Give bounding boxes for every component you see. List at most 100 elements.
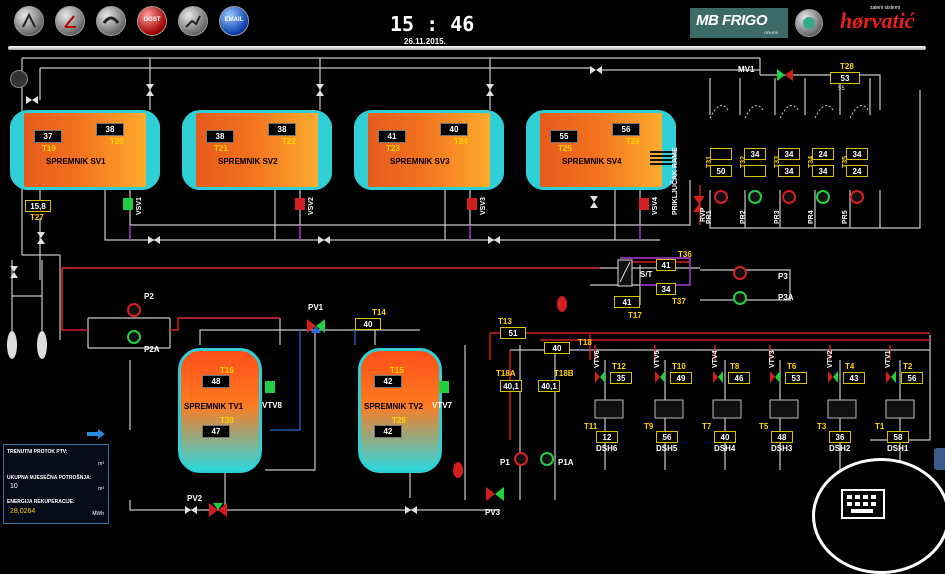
tank-sv2-name: SPREMNIK SV2 [218,157,278,166]
settings-icon[interactable] [10,70,28,88]
tank-sv4[interactable] [526,110,676,190]
energy-value: 28,0264 [10,508,36,515]
tank-sv3-name: SPREMNIK SV3 [390,157,450,166]
vtv6-valve-icon[interactable] [594,370,606,384]
dsh5-bottom-label: T9 [644,422,654,431]
p1a-pump-icon[interactable] [540,452,554,466]
t17-value: 41 [614,296,640,308]
dsh3-valve-label: VTV3 [769,350,776,368]
keyboard-icon [841,489,885,519]
dsh3-bottom-label: T5 [759,422,769,431]
vtv1-valve-icon[interactable] [885,370,897,384]
horvatic-logo: hørvatić [840,8,915,33]
t18-value: 40 [544,342,570,354]
dsh4-top-label: T8 [730,362,740,371]
p3a-pump-icon[interactable] [733,291,747,305]
dsh4-top-value: 46 [728,372,750,384]
t13-value: 51 [500,327,526,339]
t36-label: T36 [678,250,692,259]
header-divider [8,46,926,50]
pr3-pump-icon[interactable] [782,190,796,204]
alarm-button[interactable]: OGST [137,6,167,36]
pv3-valve-icon[interactable] [485,486,505,502]
dsh2-valve-label: VTV2 [827,350,834,368]
pr5-pump-icon[interactable] [850,190,864,204]
tank-sv1-t1-value: 37 [34,130,62,143]
pr3-value: 34 [778,165,800,177]
p1-label: P1 [500,458,510,467]
prikljucak-label: PRIKLJUČAK RAME [672,147,679,215]
pv2-valve-icon[interactable] [208,502,228,518]
tank-sv1[interactable] [10,110,160,190]
vtv7-label: VTV7 [432,401,453,410]
vsv1-label: VSV1 [136,197,143,215]
vsv3-valve-icon[interactable] [466,197,478,211]
pr1-pump-icon[interactable] [714,190,728,204]
dsh2-top-label: T4 [845,362,855,371]
dsh2-top-value: 43 [843,372,865,384]
tank-sv3-t2-value: 40 [440,123,468,136]
p2-pump-icon[interactable] [127,303,141,317]
pv1-valve-icon[interactable] [306,318,326,334]
dsh1-top-value: 56 [901,372,923,384]
dsh5-top-value: 49 [670,372,692,384]
p1-pump-icon[interactable] [514,452,528,466]
dsh1-bottom-label: T1 [875,422,885,431]
email-button[interactable]: EMAIL [219,6,249,36]
t27-label: T27 [30,213,44,222]
tank-sv3[interactable] [354,110,504,190]
vtv8-valve-icon[interactable] [264,380,276,394]
t30-label: T30 [220,416,234,425]
vtv2-valve-icon[interactable] [827,370,839,384]
pr2-pump-icon[interactable] [748,190,762,204]
energy-unit: MWh [92,511,104,517]
pressure-button[interactable] [96,6,126,36]
info-icon [803,17,815,29]
tank-sv1-t2-value: 38 [96,123,124,136]
gauge-button[interactable] [55,6,85,36]
pr3-top-value: 34 [778,148,800,160]
p2a-pump-icon[interactable] [127,330,141,344]
p2a-label: P2A [144,345,160,354]
keyboard-button[interactable] [812,458,945,574]
tank-sv4-t1-label: T25 [558,144,572,153]
vsv4-label: VSV4 [652,197,659,215]
tank-sv2[interactable] [182,110,332,190]
home-button[interactable] [14,6,44,36]
pr4-value: 34 [812,165,834,177]
vtv4-valve-icon[interactable] [712,370,724,384]
dsh4-bottom-value: 40 [714,431,736,443]
tank-sv4-t2-value: 56 [612,123,640,136]
pressure-icon [102,16,120,24]
vsv2-valve-icon[interactable] [294,197,306,211]
flow-unit: m³ [98,461,104,467]
tank-tv2[interactable] [358,348,442,473]
gauge-icon [64,15,76,28]
vsv4-valve-icon[interactable] [638,197,650,211]
info-panel: TRENUTNI PROTOK PTV: m³ UKUPNA MJESEČNA … [3,444,109,524]
side-tab[interactable] [934,448,945,470]
t29-value: 42 [374,425,402,438]
rvp-valve-icon[interactable] [692,195,706,213]
pr4-pump-icon[interactable] [816,190,830,204]
vsv1-valve-icon[interactable] [122,197,134,211]
dsh2-bottom-value: 36 [829,431,851,443]
tank-sv3-t1-label: T23 [386,144,400,153]
email-icon: EMAIL [224,17,244,23]
dsh6-bottom-value: 12 [596,431,618,443]
pr4-label: PR4 [808,210,815,224]
vtv5-valve-icon[interactable] [654,370,666,384]
horvatic-sub: zaleni sistemi [870,5,901,11]
pv2-label: PV2 [187,494,203,503]
mv1-valve-icon[interactable] [776,68,794,82]
vtv7-valve-icon[interactable] [438,380,450,394]
info-button[interactable] [795,9,823,37]
mb-frigo-logo: MB FRIGO GRUPA [690,8,788,38]
p3-pump-icon[interactable] [733,266,747,280]
vtv3-valve-icon[interactable] [769,370,781,384]
tank-sv4-t2-label: T26 [626,137,640,146]
chart-button[interactable] [178,6,208,36]
t15-value: 42 [374,375,402,388]
arrow-right-icon[interactable] [86,428,106,440]
tank-tv1[interactable] [178,348,262,473]
